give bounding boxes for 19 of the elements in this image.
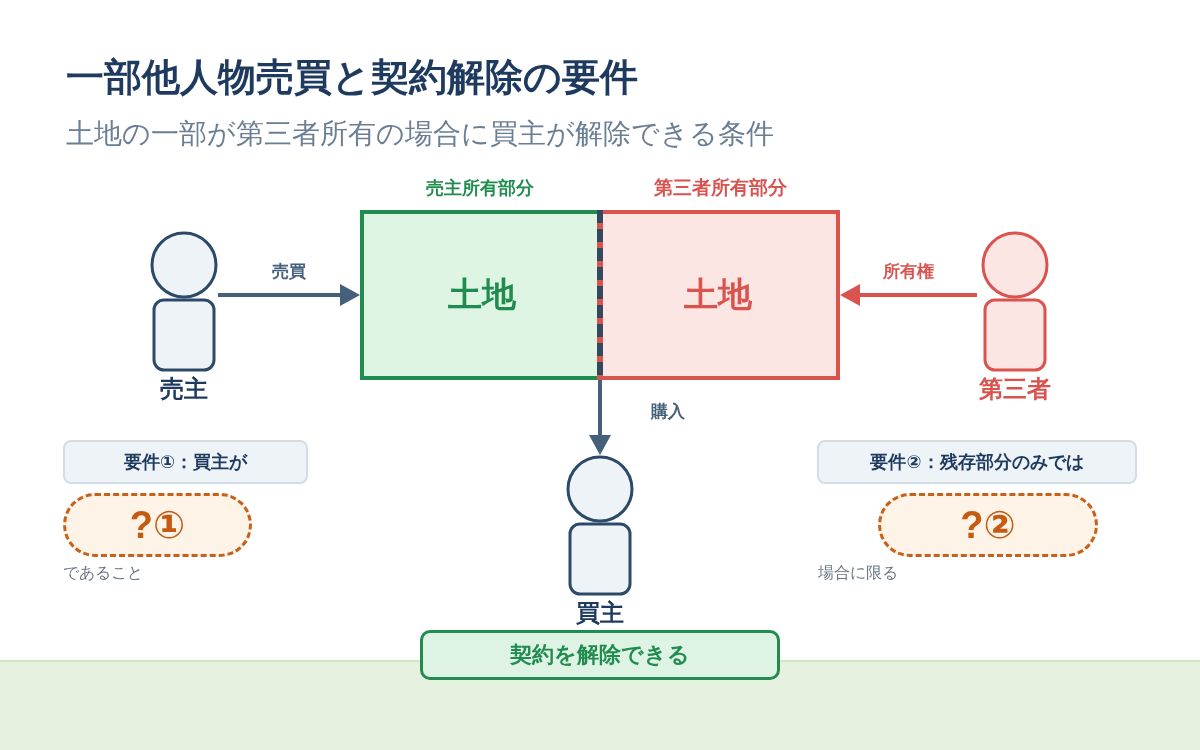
answer-box: ?② [878, 493, 1098, 557]
person-name: 第三者 [979, 376, 1051, 402]
answer-box: ?① [63, 493, 252, 557]
note-text: であること [63, 563, 143, 583]
land-box: 土地 [600, 210, 840, 380]
requirement-box: 要件②：残存部分のみでは [817, 440, 1137, 484]
arrow [218, 284, 360, 306]
arrow [589, 380, 611, 455]
note-text: 場合に限る [818, 563, 898, 583]
result-box: 契約を解除できる [420, 630, 780, 680]
area-heading: 第三者所有部分 [653, 176, 787, 200]
person-name: 買主 [576, 600, 624, 626]
subtitle: 土地の一部が第三者所有の場合に買主が解除できる条件 [66, 117, 774, 151]
title: 一部他人物売買と契約解除の要件 [66, 55, 638, 100]
person-name: 売主 [160, 376, 208, 402]
area-heading: 売主所有部分 [426, 177, 534, 200]
land-box: 土地 [360, 210, 600, 380]
arrow [840, 284, 977, 306]
requirement-box: 要件①：買主が [63, 440, 308, 484]
